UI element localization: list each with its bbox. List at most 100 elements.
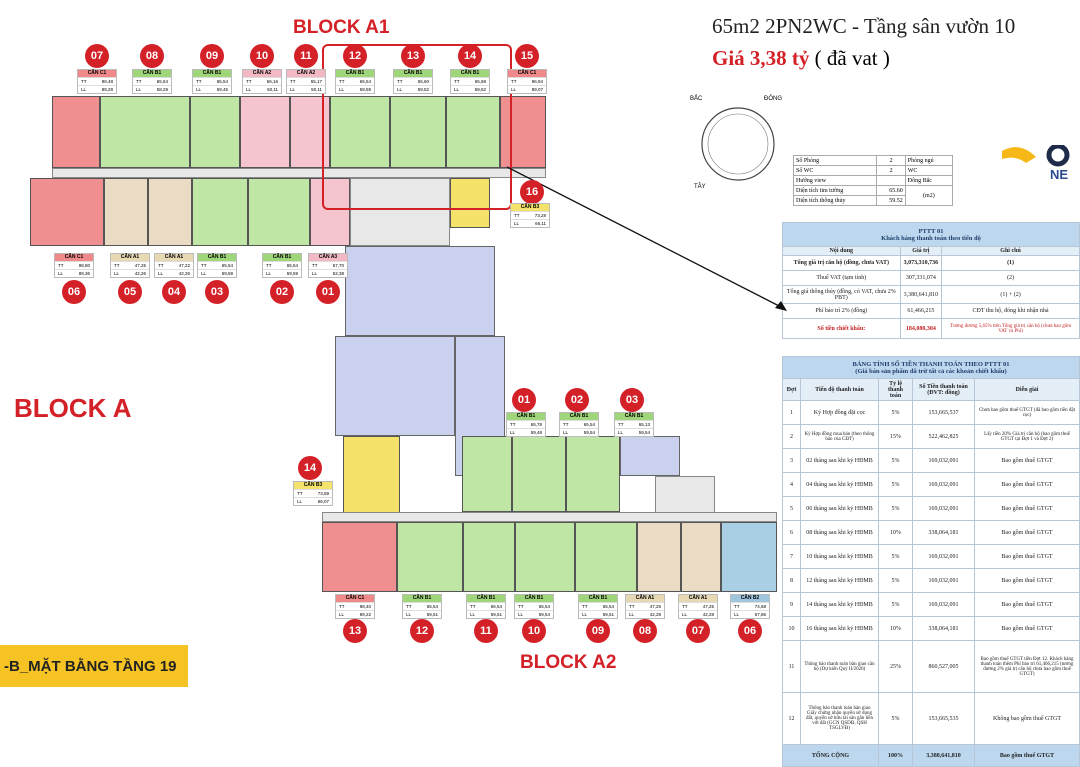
compass-west: TÂY [694, 184, 706, 190]
unit-a2-03[interactable] [566, 436, 620, 512]
tt-value: 65,54 [216, 79, 228, 84]
unit-a2-13[interactable] [322, 522, 397, 592]
tt-value: 47,25 [649, 604, 661, 609]
ll-label: LL [312, 271, 318, 276]
unit-number-badge[interactable]: 01 [512, 388, 536, 412]
ll-value: 50,11 [267, 87, 278, 92]
unit-number-badge[interactable]: 13 [343, 619, 367, 643]
tt-value: 96,94 [531, 79, 543, 84]
unit-a1-09[interactable] [190, 96, 240, 168]
unit-number-badge[interactable]: 11 [474, 619, 498, 643]
table-cell: Bao gồm thuế GTGT [974, 448, 1080, 473]
unit-a2-08[interactable] [637, 522, 681, 592]
table-cell: 5% [878, 568, 913, 593]
unit-number-badge[interactable]: 09 [200, 44, 224, 68]
ll-label: LL [397, 87, 403, 92]
ll-label: LL [297, 499, 303, 504]
unit-a2-06[interactable] [721, 522, 777, 592]
unit-number-badge[interactable]: 03 [620, 388, 644, 412]
unit-number-badge[interactable]: 02 [270, 280, 294, 304]
unit-number-badge[interactable]: 04 [162, 280, 186, 304]
svg-text:NE: NE [1050, 167, 1068, 182]
unit-number-badge[interactable]: 08 [633, 619, 657, 643]
unit-number-badge[interactable]: 10 [250, 44, 274, 68]
unit-a1-16[interactable] [450, 178, 490, 228]
unit-type: CĂN B1 [336, 70, 374, 77]
unit-a2-12[interactable] [397, 522, 463, 592]
tt-label: TT [397, 79, 403, 84]
tt-value: 47,25 [134, 263, 146, 268]
unit-number-badge[interactable]: 15 [515, 44, 539, 68]
logo: NE [1000, 145, 1080, 185]
tt-value: 66,54 [490, 604, 502, 609]
table-cell: 12 tháng sau khi ký HĐMB [800, 568, 879, 593]
table-cell: 2 [782, 424, 801, 449]
unit-a2-14[interactable] [343, 436, 400, 522]
unit-number-badge[interactable]: 01 [316, 280, 340, 304]
unit-number-badge[interactable]: 11 [294, 44, 318, 68]
tt-value: 98,80 [78, 263, 90, 268]
floor-label: -B_MẶT BẰNG TẦNG 19 [0, 645, 188, 687]
unit-a1-12[interactable] [330, 96, 390, 168]
ll-value: 42,26 [178, 271, 190, 276]
unit-a1-13[interactable] [390, 96, 446, 168]
unit-number-badge[interactable]: 14 [458, 44, 482, 68]
tt-label: TT [618, 422, 624, 427]
table-cell: 860,527,005 [912, 640, 975, 693]
unit-a2-11[interactable] [463, 522, 515, 592]
unit-number-badge[interactable]: 14 [298, 456, 322, 480]
unit-a2-10[interactable] [515, 522, 575, 592]
unit-number-badge[interactable]: 09 [586, 619, 610, 643]
unit-number-badge[interactable]: 06 [738, 619, 762, 643]
unit-number-badge[interactable]: 16 [520, 180, 544, 204]
unit-a1-06[interactable] [30, 178, 104, 246]
unit-a1-03[interactable] [192, 178, 248, 246]
unit-number-badge[interactable]: 07 [85, 44, 109, 68]
unit-type: CĂN C1 [55, 254, 93, 261]
unit-a1-01[interactable] [310, 178, 350, 246]
unit-number-badge[interactable]: 02 [565, 388, 589, 412]
unit-a2-02[interactable] [512, 436, 566, 512]
compass: BẮC ĐÔNG TÂY [688, 92, 788, 192]
unit-a2-07[interactable] [681, 522, 721, 592]
unit-number-badge[interactable]: 05 [118, 280, 142, 304]
unit-type: CĂN A1 [111, 254, 149, 261]
col-header: Nội dung [782, 246, 901, 256]
ll-value: 66,11 [535, 221, 546, 226]
unit-number-badge[interactable]: 08 [140, 44, 164, 68]
tt-label: TT [470, 604, 476, 609]
unit-number-badge[interactable]: 12 [343, 44, 367, 68]
unit-number-badge[interactable]: 03 [205, 280, 229, 304]
unit-a1-15[interactable] [500, 96, 546, 168]
unit-number-badge[interactable]: 12 [410, 619, 434, 643]
table-cell: 5 [782, 496, 801, 521]
table-cell: 02 tháng sau khi ký HĐMB [800, 448, 879, 473]
unit-a2-01[interactable] [462, 436, 512, 512]
unit-number-badge[interactable]: 07 [686, 619, 710, 643]
unit-a1-07[interactable] [52, 96, 100, 168]
tt-value: 65,13 [638, 422, 650, 427]
unit-a1-08[interactable] [100, 96, 190, 168]
price-value: 3,38 tỷ [749, 46, 810, 70]
unit-type: CĂN C1 [336, 595, 374, 602]
unit-a1-04[interactable] [148, 178, 192, 246]
unit-number-badge[interactable]: 10 [522, 619, 546, 643]
ll-value: 59,52 [417, 87, 429, 92]
unit-number-badge[interactable]: 13 [401, 44, 425, 68]
unit-a1-10[interactable] [240, 96, 290, 168]
unit-a1-14[interactable] [446, 96, 500, 168]
ll-label: LL [682, 612, 688, 617]
unit-a1-05[interactable] [104, 178, 148, 246]
unit-a2-09[interactable] [575, 522, 637, 592]
table-cell: 3 [782, 448, 801, 473]
unit-a1-02[interactable] [248, 178, 310, 246]
unit-number-badge[interactable]: 06 [62, 280, 86, 304]
col-header: Đợt [782, 378, 801, 401]
